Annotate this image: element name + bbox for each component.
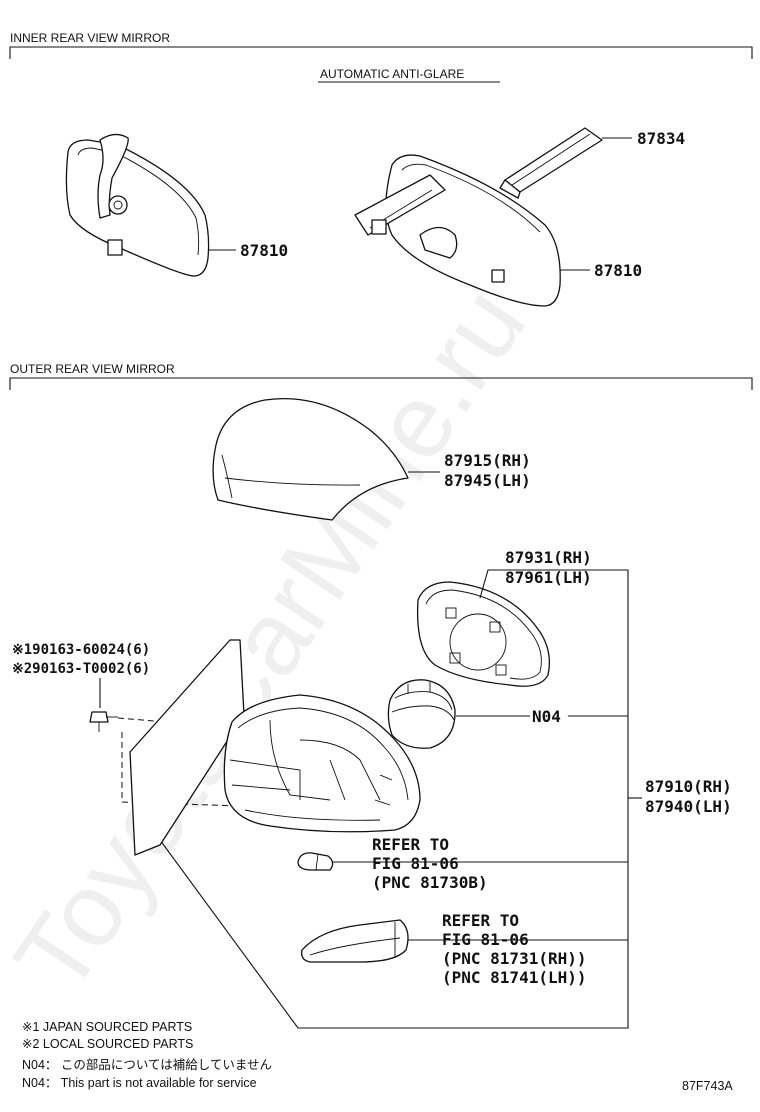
- screw-icon: [89, 711, 118, 732]
- note-japan-sourced: ※1 JAPAN SOURCED PARTS: [22, 1020, 192, 1034]
- refer1-line1: REFER TO: [372, 835, 449, 854]
- label-87810-auto: 87810: [594, 261, 642, 280]
- note-n04-english: N04： This part is not available for serv…: [22, 1076, 257, 1090]
- mirror-housing-icon: [223, 694, 421, 833]
- label-87945-lh: 87945(LH): [444, 471, 531, 490]
- label-n04: N04: [532, 707, 561, 726]
- refer2-line2: FIG 81-06: [442, 930, 529, 949]
- label-87834: 87834: [637, 129, 685, 148]
- label-87915-rh: 87915(RH): [444, 451, 531, 470]
- inner-section-header: INNER REAR VIEW MIRROR: [9, 31, 753, 59]
- outer-section-header: OUTER REAR VIEW MIRROR: [9, 362, 753, 390]
- inner-mirror-icon: [65, 133, 210, 277]
- refer2-line3: (PNC 81731(RH)): [442, 949, 587, 968]
- label-87810-standard: 87810: [240, 241, 288, 260]
- mirror-bracket-icon: [499, 127, 603, 199]
- bulb-icon: [297, 852, 334, 871]
- anti-glare-subtitle-group: AUTOMATIC ANTI-GLARE: [318, 67, 500, 83]
- refer1-line3: (PNC 81730B): [372, 873, 488, 892]
- outer-section-title: OUTER REAR VIEW MIRROR: [10, 362, 175, 376]
- note-n04-japanese: N04： この部品については補給していません: [22, 1057, 272, 1072]
- mirror-cover-icon: [212, 397, 409, 521]
- inner-section-title: INNER REAR VIEW MIRROR: [10, 31, 170, 45]
- label-87961-lh: 87961(LH): [505, 568, 592, 587]
- label-screw-japan: ※190163-60024(6): [12, 642, 150, 658]
- inner-mirror-auto-icon: [354, 154, 561, 307]
- label-screw-local: ※290163-T0002(6): [12, 661, 150, 677]
- label-87940-lh: 87940(LH): [645, 797, 732, 816]
- note-local-sourced: ※2 LOCAL SOURCED PARTS: [22, 1037, 193, 1051]
- turn-signal-lamp-icon: [301, 919, 409, 963]
- refer2-line1: REFER TO: [442, 911, 519, 930]
- refer2-line4: (PNC 81741(LH)): [442, 968, 587, 987]
- mirror-base-plate: [129, 639, 245, 856]
- refer1-line2: FIG 81-06: [372, 854, 459, 873]
- mirror-glass-icon: [416, 581, 551, 687]
- mirror-motor-icon: [387, 679, 456, 749]
- label-87910-rh: 87910(RH): [645, 777, 732, 796]
- figure-id: 87F743A: [682, 1079, 733, 1093]
- label-87931-rh: 87931(RH): [505, 548, 592, 567]
- anti-glare-subtitle: AUTOMATIC ANTI-GLARE: [320, 67, 464, 81]
